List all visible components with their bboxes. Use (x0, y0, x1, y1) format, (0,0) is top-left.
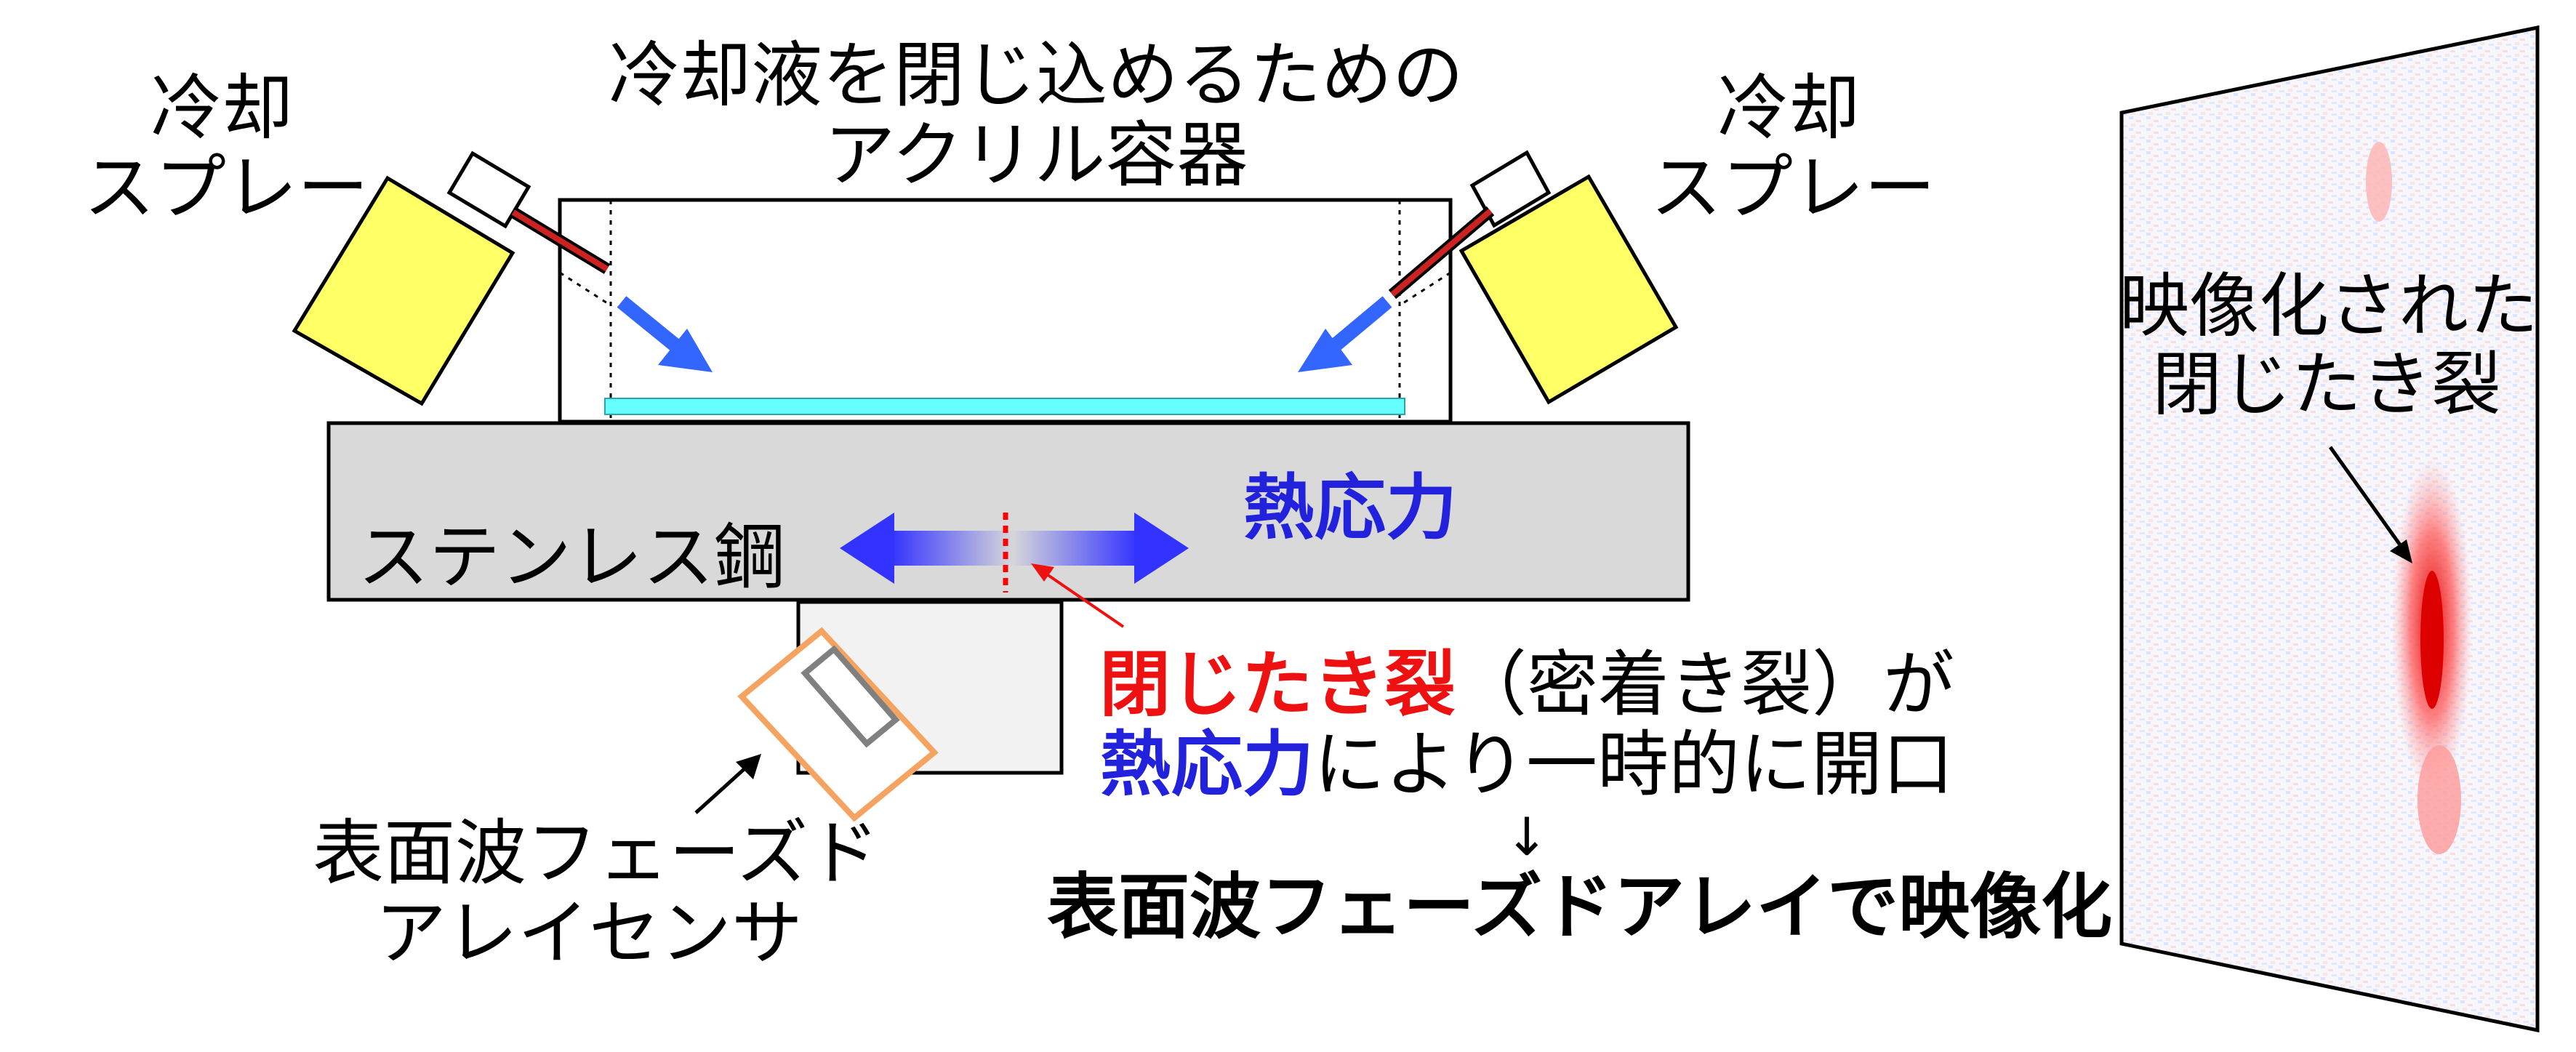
explanation-line1-rest: （密着き裂）が (1456, 643, 1955, 726)
container-label-line1: 冷却液を閉じ込めるための (608, 34, 1464, 117)
sensor-label: 表面波フェーズド アレイセンサ (313, 812, 880, 975)
explanation-line3: 表面波フェーズドアレイで映像化 (1047, 865, 2113, 949)
spray-can-left (292, 150, 611, 406)
acrylic-container (558, 198, 1453, 424)
image-pointer-arrow (2328, 446, 2412, 563)
coolant-layer (604, 398, 1405, 415)
spray-right-label: 冷却 スプレー (1650, 67, 1936, 230)
sensor-label-line2: アレイセンサ (374, 891, 803, 975)
steel-label: ステンレス鋼 (358, 516, 786, 599)
imaged-crack-core (2420, 571, 2444, 709)
sensor-label-line1: 表面波フェーズド (313, 812, 880, 895)
explanation-line2: 熱応力により一時的に開口 (1047, 723, 2007, 806)
explanation-line1: 閉じたき裂（密着き裂）が (1047, 643, 2007, 726)
phased-array-sensor (737, 627, 939, 822)
explanation-down-arrow: ↓ (1504, 806, 1549, 867)
thermal-stress-arrow-right (1011, 513, 1189, 584)
imaged-crack-label-line1: 映像化された (2119, 265, 2538, 347)
stainless-steel-plate (326, 421, 1690, 602)
crack-pointer-arrow (1031, 563, 1125, 628)
container-label-line2: アクリル容器 (824, 113, 1248, 197)
imaged-crack-label-line2: 閉じたき裂 (2152, 343, 2501, 425)
sensor-pointer-arrow (694, 754, 761, 814)
spray-can-right (1388, 150, 1679, 405)
spray-right-label-line1: 冷却 (1717, 67, 1860, 150)
spray-left-label: 冷却 スプレー (84, 67, 369, 230)
imaged-crack-tail (2417, 745, 2461, 854)
coolant-flow-arrow-left (617, 296, 713, 372)
spray-right-label-line2: スプレー (1650, 146, 1936, 230)
coolant-flow-arrow-right (1298, 296, 1392, 372)
thermal-stress-term: 熱応力 (1099, 723, 1314, 806)
thermal-stress-arrow-left (840, 513, 1014, 584)
faint-indication (2366, 142, 2392, 222)
imaged-crack-label: 映像化された 閉じたき裂 (2119, 265, 2538, 425)
thermal-stress-label: 熱応力 (1243, 467, 1458, 550)
container-label: 冷却液を閉じ込めるための アクリル容器 (603, 36, 1469, 196)
explanation-block: 閉じたき裂（密着き裂）が 熱応力により一時的に開口 ↓ 表面波フェーズドアレイで… (1047, 643, 2113, 949)
spray-left-label-line2: スプレー (84, 146, 369, 230)
explanation-line2-rest: により一時的に開口 (1313, 723, 1954, 806)
spray-left-label-line1: 冷却 (150, 67, 293, 150)
closed-crack-term: 閉じたき裂 (1099, 643, 1456, 726)
imaging-result-panel (2119, 25, 2540, 1033)
